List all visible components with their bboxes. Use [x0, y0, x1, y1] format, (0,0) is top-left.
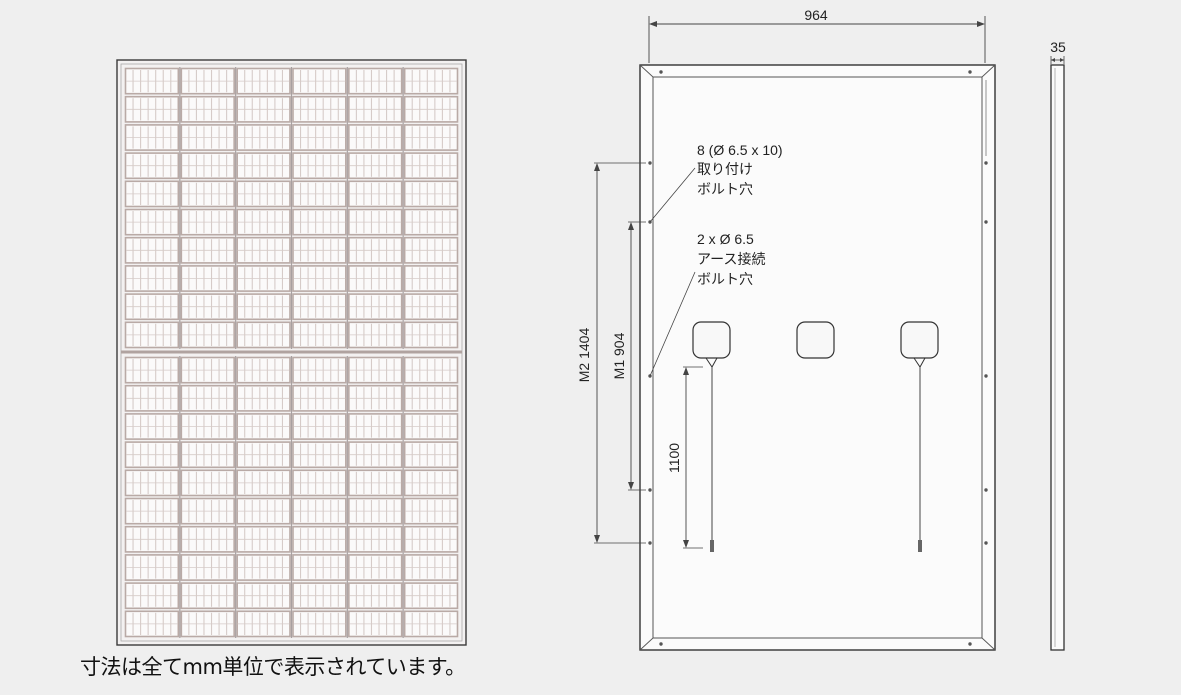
bolt-hole [659, 642, 663, 646]
bolt-hole [648, 488, 652, 492]
mount-callout-line3: ボルト穴 [697, 181, 753, 197]
ground-callout-line3: ボルト穴 [697, 271, 753, 287]
bolt-hole [659, 70, 663, 74]
mount-callout-line2: 取り付け [697, 161, 753, 177]
mount-callout-leader [649, 167, 696, 223]
ground-callout-line2: アース接続 [697, 251, 765, 267]
rear-view: 964 M2 1404 M1 904 1100 [576, 7, 996, 651]
bolt-hole [984, 161, 988, 165]
thickness-dim-label: 35 [1050, 39, 1066, 55]
thickness-arrow-right [1060, 58, 1064, 62]
junction-box-left [692, 321, 731, 359]
rear-corner-tr [981, 64, 996, 78]
mount-callout-line1: 8 (Ø 6.5 x 10) [697, 142, 783, 158]
m2-dim-label: M2 1404 [576, 328, 592, 383]
bolt-hole [984, 488, 988, 492]
width-dim-label: 964 [804, 7, 828, 23]
side-profile [1050, 64, 1065, 651]
cable-arrow-bottom [683, 540, 689, 548]
bolt-hole [648, 161, 652, 165]
rear-corner-tl [639, 64, 654, 78]
rear-corner-bl [639, 637, 654, 651]
bolt-hole [968, 70, 972, 74]
width-arrow-left [649, 21, 657, 27]
width-arrow-right [977, 21, 985, 27]
rear-corner-br [981, 637, 996, 651]
bolt-hole [984, 374, 988, 378]
cable-dim-label: 1100 [666, 443, 682, 473]
m2-arrow-bottom [594, 535, 600, 543]
m2-arrow-top [594, 163, 600, 171]
ground-callout-line1: 2 x Ø 6.5 [697, 231, 754, 247]
bolt-hole [984, 220, 988, 224]
m1-arrow-top [628, 222, 634, 230]
units-footnote: 寸法は全てmm単位で表示されています。 [80, 655, 466, 679]
ground-callout-leader [649, 271, 696, 377]
thickness-arrow-left [1051, 58, 1055, 62]
connector-right [918, 540, 922, 552]
cable-arrow-top [683, 367, 689, 375]
junction-box-right [900, 321, 939, 359]
connector-left [710, 540, 714, 552]
side-view: 35 [1050, 39, 1066, 651]
front-cell-grid [124, 67, 459, 638]
m1-arrow-bottom [628, 482, 634, 490]
m1-dim-label: M1 904 [611, 332, 627, 379]
front-view [116, 59, 467, 646]
bolt-hole [984, 541, 988, 545]
bolt-hole [968, 642, 972, 646]
bolt-hole [648, 541, 652, 545]
junction-box-center [796, 321, 835, 359]
